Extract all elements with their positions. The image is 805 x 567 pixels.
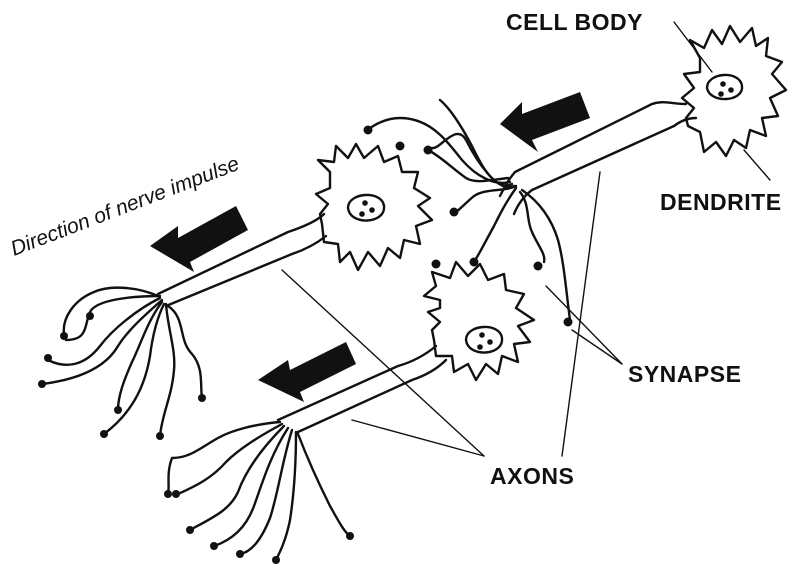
axon-terminal-knob: [60, 332, 68, 340]
neuron-2-axon-terminal: [104, 304, 164, 434]
neuron-1-nucleolus: [720, 81, 726, 87]
neuron-2-axon-terminal: [118, 302, 162, 410]
axon-terminal-knob: [346, 532, 354, 540]
axons-label: AXONS: [490, 463, 574, 489]
neuron-1-axon-terminal: [454, 186, 516, 212]
synapse-leader-line: [546, 286, 622, 364]
axon-terminal-knob: [164, 490, 172, 498]
synapse-label: SYNAPSE: [628, 361, 741, 387]
axon-terminal-knob: [86, 312, 94, 320]
neuron-2-nucleolus: [359, 211, 365, 217]
neuron-3-nucleolus: [487, 339, 493, 345]
axon-terminal-knob: [198, 394, 206, 402]
axons-leader-line: [562, 172, 600, 456]
neuron-3-axon-terminal: [298, 434, 350, 536]
neuron-3-nucleolus: [479, 332, 485, 338]
synapse-knob: [450, 208, 459, 217]
impulse-arrow-icon: [150, 206, 248, 272]
axon-terminal-knob: [38, 380, 46, 388]
synapse-leader-line: [572, 330, 622, 364]
axon-terminal-knob: [186, 526, 194, 534]
dendrite-leader-line: [744, 150, 770, 180]
neuron-3: [164, 262, 534, 564]
neuron-2-axon-terminal: [64, 288, 158, 334]
impulse-arrow-icon: [258, 342, 356, 402]
neuron-1-nucleolus: [718, 91, 724, 97]
neuron-3-nucleolus: [477, 344, 483, 350]
axon-terminal-knob: [210, 542, 218, 550]
synapse-knob: [396, 142, 405, 151]
neuron-1-axon-terminal: [522, 190, 570, 320]
neuron-2: [38, 144, 432, 440]
synapse-knob: [470, 258, 479, 267]
neuron-2-axon-terminal: [66, 296, 160, 340]
cell-body-label: CELL BODY: [506, 9, 643, 35]
synapse-knob: [424, 146, 433, 155]
neuron-1-axon-terminal: [474, 188, 516, 262]
axon-terminal-knob: [44, 354, 52, 362]
neuron-2-axon-terminal: [160, 304, 174, 436]
synapse-knob: [432, 260, 441, 269]
neuron-1-nucleolus: [728, 87, 734, 93]
axon-terminal-knob: [114, 406, 122, 414]
impulse-arrow-icon: [500, 92, 590, 152]
axon-terminal-knob: [236, 550, 244, 558]
neuron-1: [364, 26, 787, 327]
axon-terminal-knob: [100, 430, 108, 438]
neuron-1-cell-body: [682, 26, 786, 156]
neuron-2-nucleolus: [369, 207, 375, 213]
neuron-2-nucleolus: [362, 200, 368, 206]
neuron-3-axon-terminal: [178, 424, 282, 494]
synapse-knob: [534, 262, 543, 271]
axon-terminal-knob: [172, 490, 180, 498]
neuron-3-axon-terminal: [240, 430, 292, 554]
axon-terminal-knob: [272, 556, 280, 564]
neuron-3-cell-body: [424, 262, 534, 380]
synapse-knob: [564, 318, 573, 327]
axon-terminal-knob: [156, 432, 164, 440]
neuron-1-axon-terminal: [520, 192, 544, 262]
synapse-knob: [364, 126, 373, 135]
neuron-2-cell-body: [316, 144, 432, 270]
dendrite-label: DENDRITE: [660, 189, 782, 215]
